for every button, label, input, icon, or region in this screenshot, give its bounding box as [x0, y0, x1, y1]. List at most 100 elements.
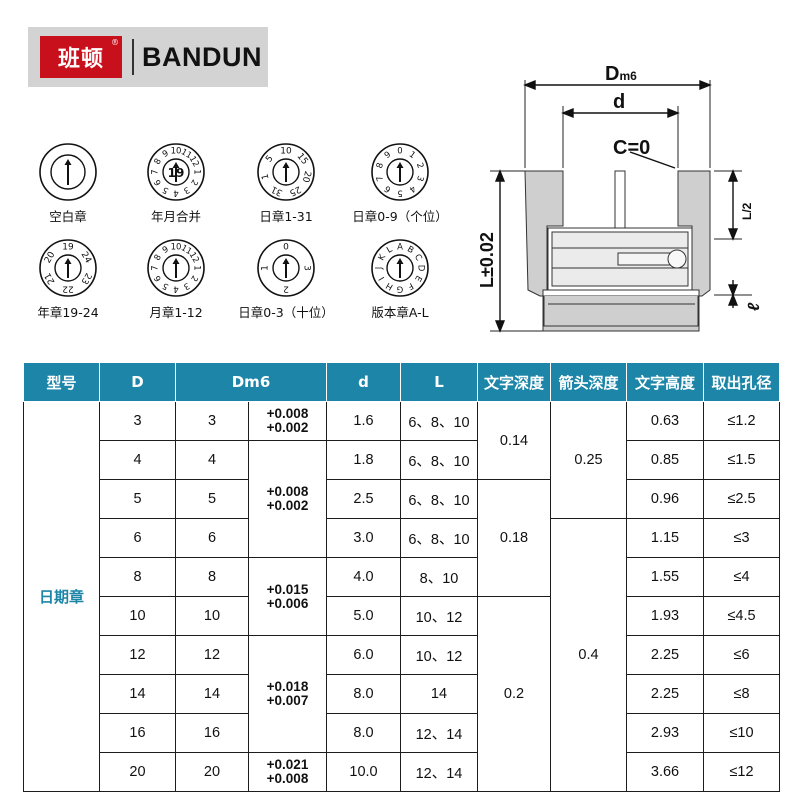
cell-dm6: 5	[175, 479, 249, 519]
stamp-ring-label: 1	[261, 173, 272, 181]
cell-d-nominal: 4	[99, 440, 176, 480]
cell-text-height: 3.66	[626, 752, 704, 792]
stamp-ring-label: 10	[171, 147, 182, 157]
header-hole: 取出孔径	[703, 362, 780, 402]
table-row: 16 16 8.0 12、14 2.93 ≤10	[24, 713, 780, 753]
cell-hole: ≤1.5	[703, 440, 780, 480]
stamp-ring-label: A	[397, 243, 403, 253]
stamp-arrow-icon	[64, 258, 72, 278]
cell-l: 8、10	[400, 557, 478, 597]
stamp-ring-label: L	[385, 245, 394, 256]
tol-upper: +0.008	[266, 484, 309, 499]
stamp-ring-label: J	[375, 267, 385, 271]
stamp-ring-label: 21	[43, 271, 57, 286]
stamp-arrow-icon	[396, 162, 404, 182]
drawing-svg: Dm6 d C=0 L±0.02 L/2 ℓ	[477, 63, 763, 333]
header-d-nominal: D	[99, 362, 176, 402]
stamp-ring-label: 2	[188, 177, 199, 187]
stamp-ring-label: 1	[192, 265, 202, 270]
stamp-ring-label: 7	[375, 174, 386, 182]
stamp-ring-label: 9	[161, 149, 171, 160]
stamp-ring-label: 9	[161, 245, 171, 256]
cell-hole: ≤12	[703, 752, 780, 792]
cell-arrow-depth: 0.4	[550, 518, 627, 792]
cell-d: 2.5	[326, 479, 401, 519]
stamp-ring-label: 2	[188, 273, 199, 283]
cell-hole: ≤6	[703, 635, 780, 675]
stamp-ring-label: 1	[192, 169, 202, 174]
table-header-row: 型号 D Dm6 d L 文字深度 箭头深度 文字高度 取出孔径	[23, 362, 780, 402]
stamp-ring-label: F	[406, 280, 415, 291]
cell-dm6: 20	[175, 752, 249, 792]
cell-l: 10、12	[400, 635, 478, 675]
stamp-d09-label: 日章0-9（个位）	[352, 209, 448, 224]
table-row: 14 14 8.0 14 2.25 ≤8	[24, 674, 780, 714]
table-row: 5 5 2.5 6、8、10 0.18 0.96 ≤2.5	[24, 479, 780, 597]
cell-d: 6.0	[326, 635, 401, 675]
cell-text-height: 0.96	[626, 479, 704, 519]
stamp-ring-label: 3	[302, 265, 312, 271]
cell-dm6: 10	[175, 596, 249, 636]
brand-cn-text: 班顿	[57, 46, 104, 72]
dim-length-label: L±0.02	[477, 232, 497, 288]
cell-text-height: 1.93	[626, 596, 704, 636]
cell-tolerance: +0.008+0.002	[248, 440, 327, 558]
stamp-ring-label: 5	[264, 154, 275, 165]
stamp-ring-label: 12	[187, 251, 201, 265]
tol-lower: +0.006	[266, 595, 309, 611]
cell-d-nominal: 12	[99, 635, 176, 675]
stamp-ring-label: 8	[153, 157, 164, 167]
stamp-ring-label: 10	[280, 147, 292, 157]
stamp-ring-label: 11	[179, 147, 193, 161]
stamp-blank-label: 空白章	[49, 209, 87, 224]
dim-ell-label: ℓ	[746, 302, 763, 311]
stamp-ring-label: 4	[173, 188, 178, 198]
cell-dm6: 14	[175, 674, 249, 714]
cell-d-nominal: 14	[99, 674, 176, 714]
stamp-ring-label: G	[397, 284, 404, 294]
cell-d-nominal: 3	[99, 401, 176, 441]
stamp-ring-label: 0	[397, 147, 402, 157]
cell-d-nominal: 20	[99, 752, 176, 792]
stamp-ring-label: 25	[288, 183, 303, 197]
dim-dm6-label: Dm6	[605, 63, 637, 85]
cell-tolerance: +0.018+0.007	[248, 635, 327, 753]
table-row: 6 6 3.0 6、8、10 0.4 1.15 ≤3	[24, 518, 780, 792]
cell-l: 6、8、10	[400, 401, 478, 441]
stamp-ring-label: 3	[181, 280, 191, 291]
logo-divider	[132, 39, 134, 75]
stamp-arrow-icon	[282, 162, 290, 182]
tol-upper: +0.008	[266, 406, 309, 421]
stamp-ring-label: 20	[300, 170, 312, 184]
stamp-ring-label: 6	[153, 177, 164, 187]
stamp-ring-label: 7	[151, 265, 161, 270]
cell-hole: ≤1.2	[703, 401, 780, 441]
stamp-ring-label: K	[377, 252, 389, 262]
stamp-arrow-icon	[64, 159, 72, 185]
cell-hole: ≤4	[703, 557, 780, 597]
cell-tolerance: +0.008+0.002	[248, 401, 327, 441]
stamp-ring-label: 12	[187, 155, 201, 169]
dim-half-label: L/2	[740, 202, 754, 220]
stamp-ring-label: 6	[383, 183, 393, 194]
cell-dm6: 12	[175, 635, 249, 675]
cell-d-nominal: 10	[99, 596, 176, 636]
stamp-ym-label: 年月合并	[150, 209, 201, 224]
stamp-ring-label: 31	[270, 183, 285, 197]
cell-l: 6、8、10	[400, 518, 478, 558]
header-model: 型号	[23, 362, 100, 402]
stamp-ring-label: 5	[161, 184, 171, 195]
cell-l: 6、8、10	[400, 440, 478, 480]
table-row: 12 12 +0.018+0.007 6.0 10、12 2.25 ≤6	[24, 635, 780, 753]
cell-text-depth: 0.2	[477, 596, 551, 792]
cell-d: 5.0	[326, 596, 401, 636]
cell-d-nominal: 6	[99, 518, 176, 558]
table-row: 20 20 +0.021+0.008 10.0 12、14 3.66 ≤12	[24, 752, 780, 792]
stamp-ring-label: 9	[383, 150, 393, 161]
cross-section-drawing: Dm6 d C=0 L±0.02 L/2 ℓ	[470, 58, 790, 348]
stamp-d03-label: 日章0-3（十位）	[238, 305, 334, 320]
cell-l: 14	[400, 674, 478, 714]
